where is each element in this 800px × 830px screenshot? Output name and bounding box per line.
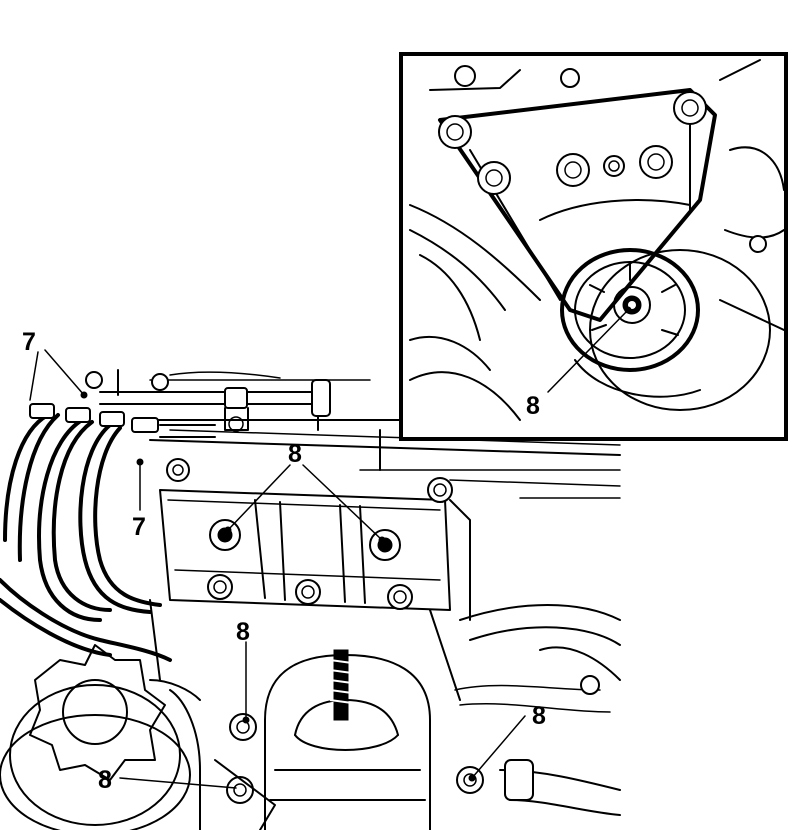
mount-bolts (214, 713, 484, 830)
engine-mount (264, 649, 431, 830)
callout-inset-bolt: 8 (526, 392, 540, 420)
callout-tubes-top: 7 (22, 328, 36, 356)
fuel-lines (85, 369, 331, 432)
callout-mount-bolt-right: 8 (532, 702, 546, 730)
mount-bracket (149, 458, 471, 681)
callout-mount-bolt-top: 8 (236, 618, 250, 646)
callout-tubes-left: 7 (132, 513, 146, 541)
body-structure (149, 371, 621, 713)
coolant-hoses (499, 646, 621, 816)
callout-mount-bolt-left: 8 (98, 766, 112, 794)
oil-filter-housing (0, 644, 201, 830)
bracket-bolts (207, 519, 413, 610)
callout-bracket-bolts: 8 (288, 440, 302, 468)
hose-bundle (0, 403, 216, 662)
leader-lines (29, 349, 526, 789)
engine-bay-main-view: 7 7 8 8 8 8 (0, 328, 621, 830)
detail-inset: 8 (399, 52, 788, 441)
